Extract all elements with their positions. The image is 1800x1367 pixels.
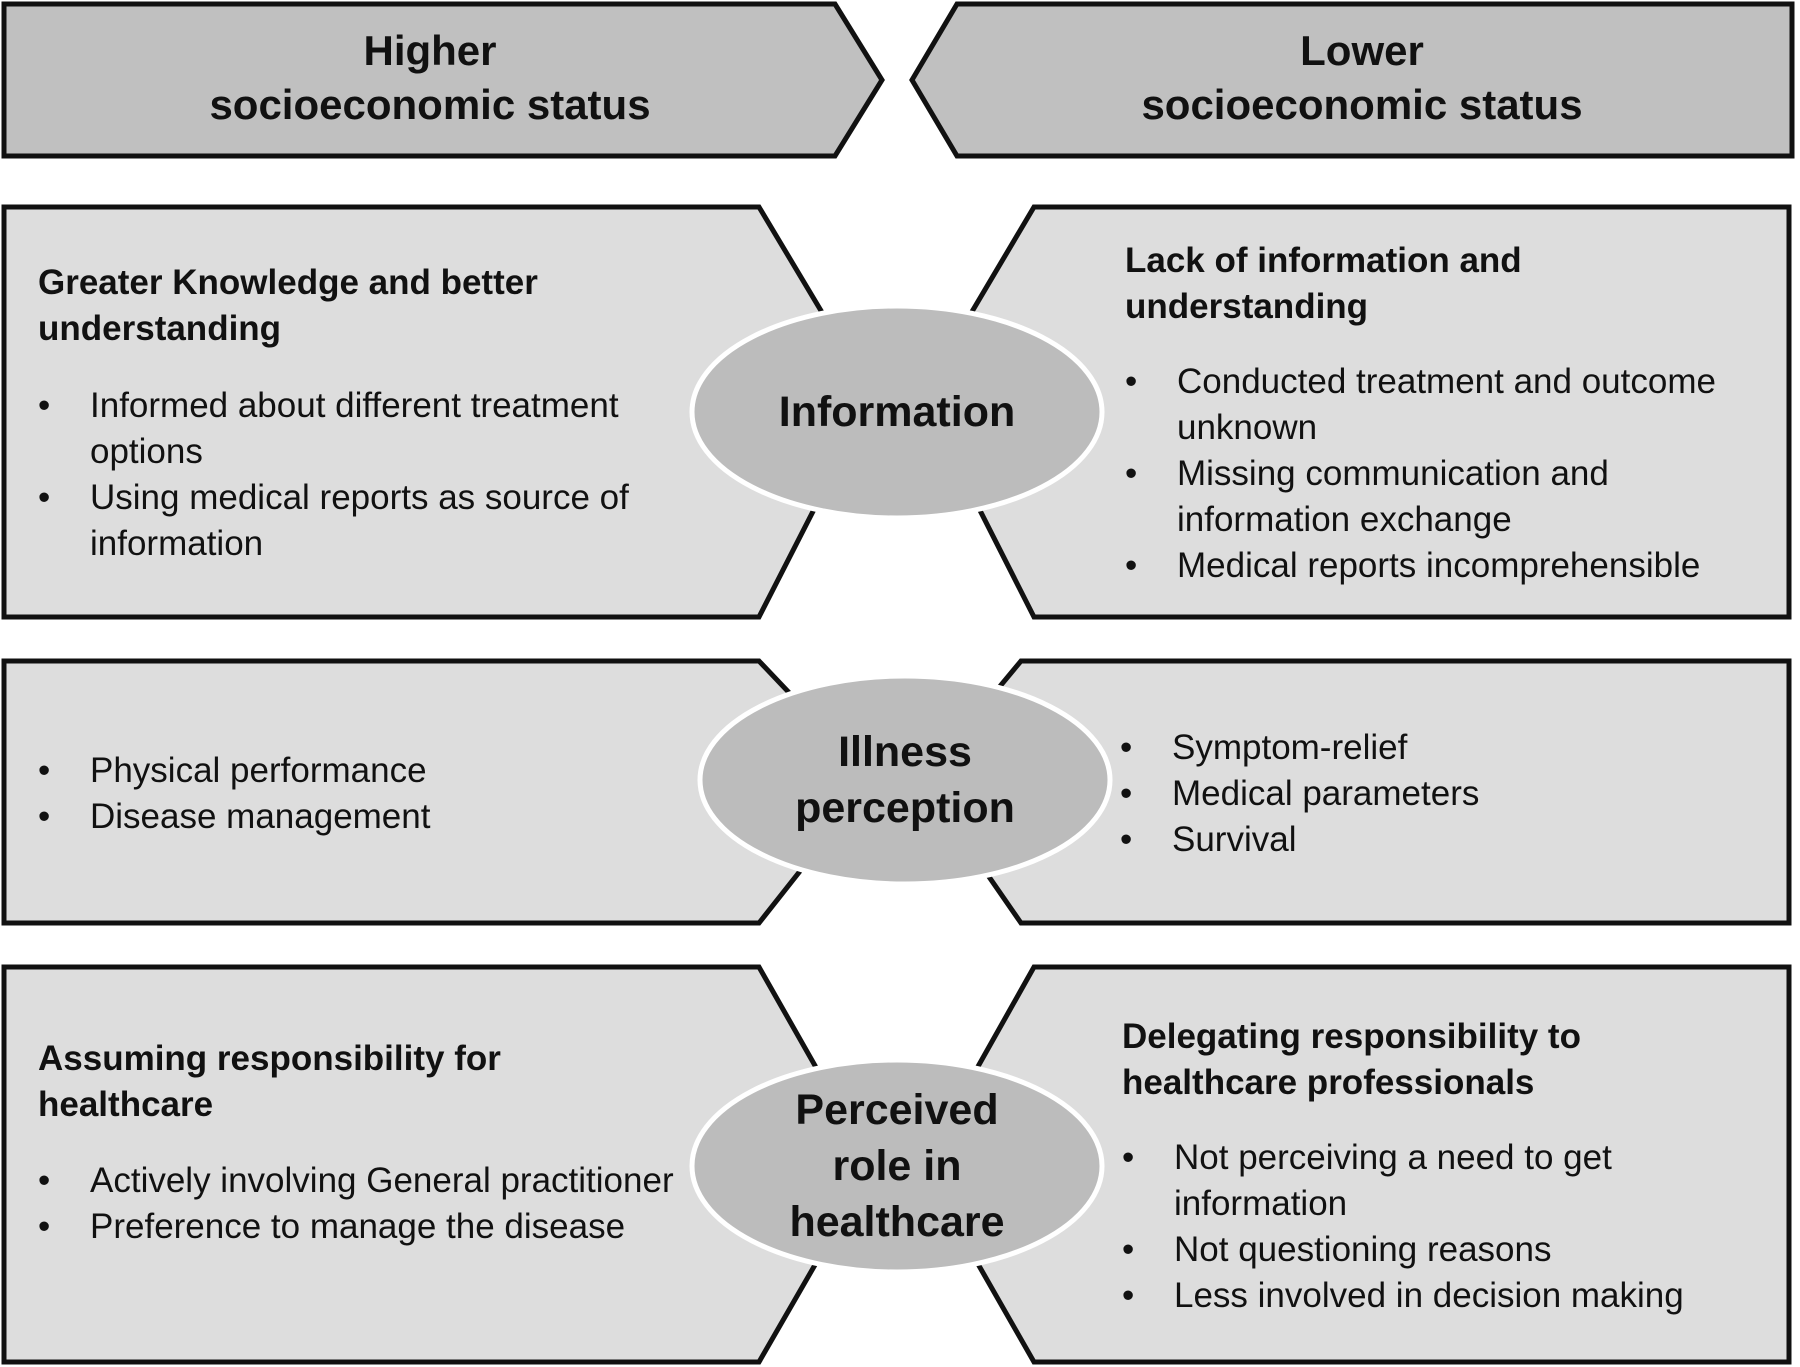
row3-center-line2: role in <box>832 1142 962 1190</box>
list-item: Medical parameters <box>1120 771 1780 817</box>
list-item: Less involved in decision making <box>1122 1273 1782 1319</box>
row1-left-list: Informed about different treatment optio… <box>38 383 658 567</box>
row1-left-title-line1: Greater Knowledge and better <box>38 263 538 302</box>
header-higher-line1: Higher <box>363 27 497 74</box>
row2-center-ellipse <box>697 673 1113 887</box>
row1-right-title: Lack of information and understanding <box>1125 238 1765 330</box>
list-item: Not questioning reasons <box>1122 1227 1782 1273</box>
list-item: Missing communication and information ex… <box>1125 451 1780 543</box>
list-item: Medical reports incomprehensible <box>1125 543 1780 589</box>
list-item: Physical performance <box>38 748 658 794</box>
header-lower-line2: socioeconomic status <box>1141 81 1583 128</box>
row3-left-title-line2: healthcare <box>38 1085 214 1124</box>
row3-right-title: Delegating responsibility to healthcare … <box>1122 1014 1772 1106</box>
row2-left-list: Physical performance Disease management <box>38 748 658 840</box>
header-higher-line2: socioeconomic status <box>209 81 651 128</box>
row2-right-list: Symptom-relief Medical parameters Surviv… <box>1120 725 1780 863</box>
row3-center-line1: Perceived <box>795 1086 999 1134</box>
row3-right-title-line1: Delegating responsibility to <box>1122 1017 1581 1056</box>
list-item: Preference to manage the disease <box>38 1204 698 1250</box>
row1-right-title-line1: Lack of information and <box>1125 241 1522 280</box>
row2-center-line1: Illness <box>838 728 972 776</box>
row1-center-ellipse <box>689 303 1105 521</box>
list-item: Actively involving General practitioner <box>38 1158 698 1204</box>
header-lower-shape <box>909 1 1795 159</box>
row3-left-title-line1: Assuming responsibility for <box>38 1039 501 1078</box>
row1-right-list: Conducted treatment and outcome unknown … <box>1125 359 1780 589</box>
row3-center-line3: healthcare <box>789 1198 1005 1246</box>
header-higher-shape <box>1 1 885 159</box>
list-item: Informed about different treatment optio… <box>38 383 658 475</box>
row1-center-line1: Information <box>778 388 1016 436</box>
row1-left-title-line2: understanding <box>38 309 282 348</box>
header-lower-label: Lower socioeconomic status <box>962 24 1762 132</box>
row2-center-label: Illness perception <box>720 720 1090 840</box>
list-item: Symptom-relief <box>1120 725 1780 771</box>
row2-center-line2: perception <box>795 784 1015 832</box>
row3-center-label: Perceived role in healthcare <box>712 1082 1082 1250</box>
header-higher-label: Higher socioeconomic status <box>30 24 830 132</box>
row3-right-list: Not perceiving a need to get information… <box>1122 1135 1782 1319</box>
list-item: Using medical reports as source of infor… <box>38 475 658 567</box>
list-item: Survival <box>1120 817 1780 863</box>
list-item: Disease management <box>38 794 658 840</box>
row1-center-label: Information <box>712 356 1082 468</box>
row3-left-list: Actively involving General practitioner … <box>38 1158 698 1250</box>
row3-left-title: Assuming responsibility for healthcare <box>38 1036 678 1128</box>
row1-left-title: Greater Knowledge and better understandi… <box>38 260 678 352</box>
list-item: Conducted treatment and outcome unknown <box>1125 359 1780 451</box>
header-lower-line1: Lower <box>1300 27 1424 74</box>
row1-right-title-line2: understanding <box>1125 287 1369 326</box>
row3-right-title-line2: healthcare professionals <box>1122 1063 1535 1102</box>
list-item: Not perceiving a need to get information <box>1122 1135 1782 1227</box>
